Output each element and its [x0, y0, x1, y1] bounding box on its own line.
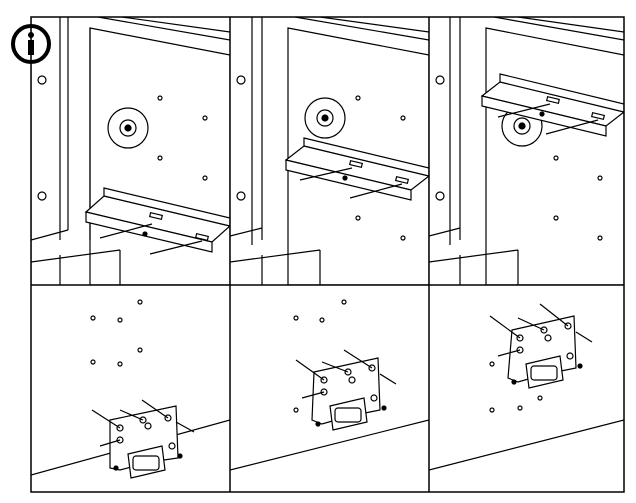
- panel-bottom-1: [31, 299, 230, 479]
- panel-bottom-3: [429, 303, 624, 471]
- panel-grid: [30, 16, 625, 493]
- panel-top-2: [230, 17, 429, 285]
- panel-bottom-2: [230, 299, 429, 471]
- panel-top-1: [31, 17, 230, 285]
- panel-top-3: [429, 17, 624, 285]
